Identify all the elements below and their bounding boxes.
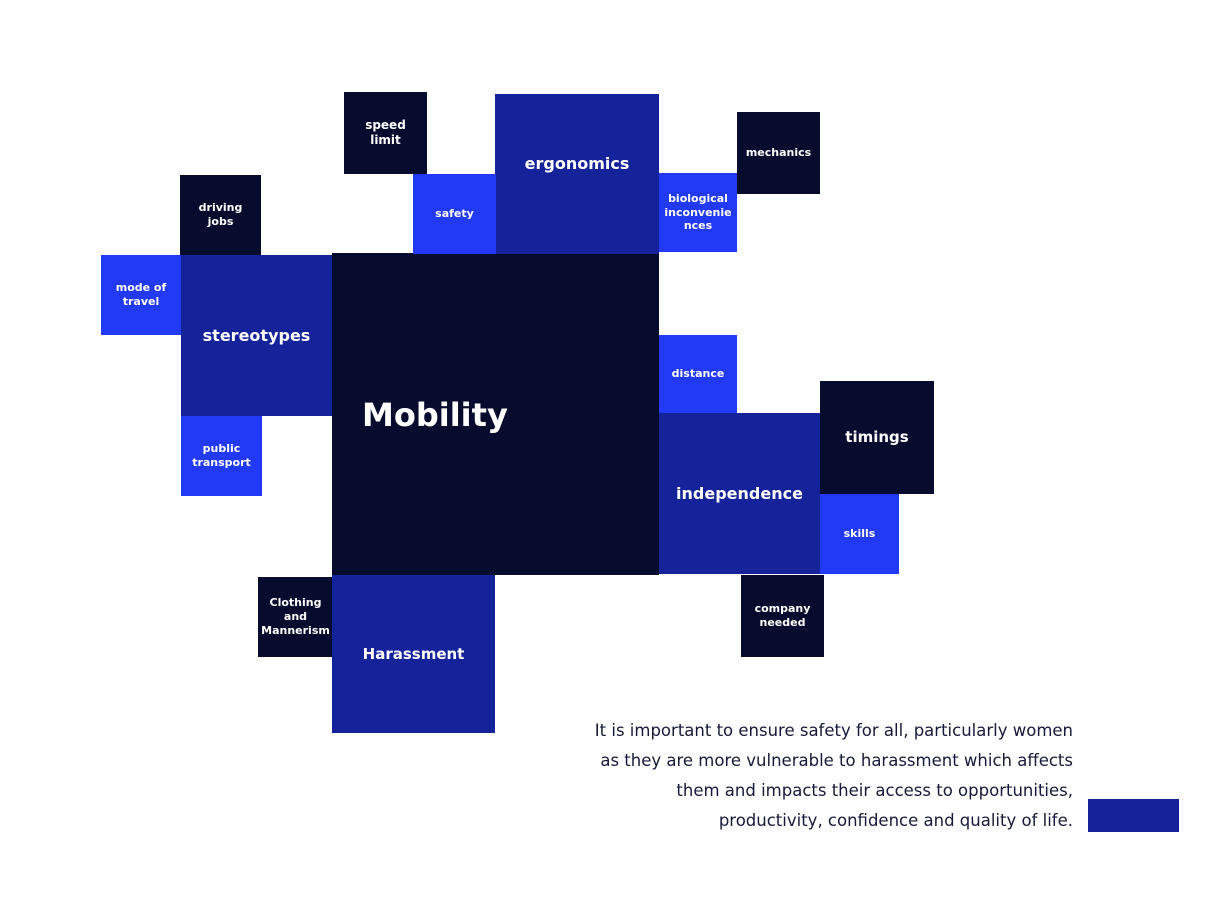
note-line-1: It is important to ensure safety for all… bbox=[594, 721, 1073, 740]
mobility-title: Mobility bbox=[362, 396, 508, 434]
explanatory-note: It is important to ensure safety for all… bbox=[540, 716, 1073, 836]
driving-jobs-box: driving jobs bbox=[180, 175, 261, 255]
note-line-2: as they are more vulnerable to harassmen… bbox=[600, 751, 1073, 770]
mobility-center-block bbox=[332, 253, 659, 575]
company-needed-box: company needed bbox=[741, 575, 824, 657]
skills-box: skills bbox=[820, 494, 899, 574]
note-line-4: productivity, confidence and quality of … bbox=[718, 811, 1073, 830]
timings-box: timings bbox=[820, 381, 934, 494]
clothing-and-mannerism-box: Clothing and Mannerism bbox=[258, 577, 333, 657]
mechanics-box: mechanics bbox=[737, 112, 820, 194]
accent-bar bbox=[1088, 799, 1179, 832]
mode-of-travel-box: mode of travel bbox=[101, 255, 181, 335]
public-transport-box: public transport bbox=[181, 416, 262, 496]
speed-limit-box: speed limit bbox=[344, 92, 427, 174]
stereotypes-box: stereotypes bbox=[181, 255, 332, 416]
note-line-3: them and impacts their access to opportu… bbox=[676, 781, 1073, 800]
safety-box: safety bbox=[413, 174, 496, 254]
ergonomics-box: ergonomics bbox=[495, 94, 659, 254]
biological-inconveniences-box: biological inconvenie nces bbox=[659, 173, 737, 252]
independence-box: independence bbox=[659, 413, 820, 574]
harassment-box: Harassment bbox=[332, 575, 495, 733]
distance-box: distance bbox=[659, 335, 737, 413]
